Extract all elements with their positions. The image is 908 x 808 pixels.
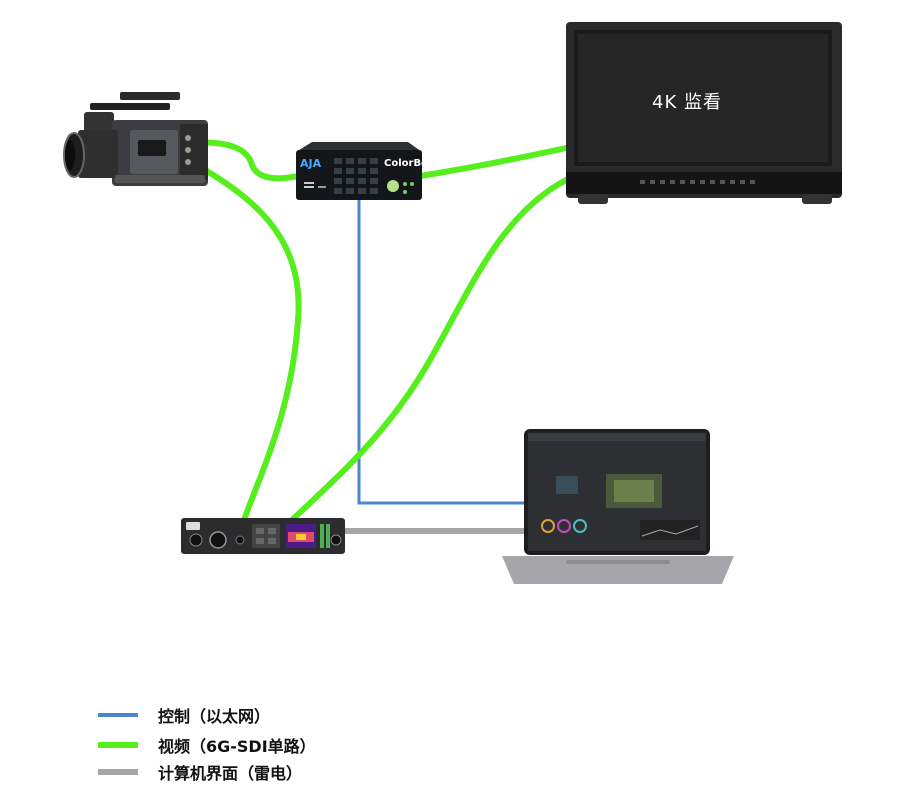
- monitor-label: 4K 监看: [652, 92, 722, 113]
- control-cable: [357, 198, 528, 505]
- colorbox-brand-label: AJA: [300, 157, 322, 170]
- legend-swatch-video: [98, 742, 138, 748]
- video-cable-io-to-monitor: [289, 177, 569, 523]
- legend-item-thunderbolt: 计算机界面（雷电）: [158, 760, 302, 784]
- legend-swatch-thunderbolt: [98, 769, 138, 775]
- cables: [185, 139, 569, 534]
- legend-label-thunderbolt: 计算机界面（雷电）: [158, 764, 303, 783]
- legend-item-control: 控制（以太网）: [158, 703, 270, 727]
- io-device: [181, 518, 345, 554]
- video-cable-camera-to-colorbox: [185, 139, 301, 182]
- 4k-monitor: [566, 22, 842, 204]
- colorbox-device: [296, 142, 422, 200]
- legend-label-video: 视频（6G-SDI单路）: [158, 737, 316, 756]
- video-cable-colorbox-to-monitor: [417, 145, 569, 179]
- legend-item-video: 视频（6G-SDI单路）: [158, 733, 316, 757]
- legend-swatch-control: [98, 713, 138, 717]
- laptop: [502, 429, 734, 584]
- colorbox-model-label: ColorBox: [384, 158, 435, 169]
- video-cable-camera-to-io: [185, 157, 302, 523]
- legend-label-control: 控制（以太网）: [158, 707, 271, 726]
- cinema-camera: [63, 92, 208, 186]
- legend-swatches: [98, 713, 138, 775]
